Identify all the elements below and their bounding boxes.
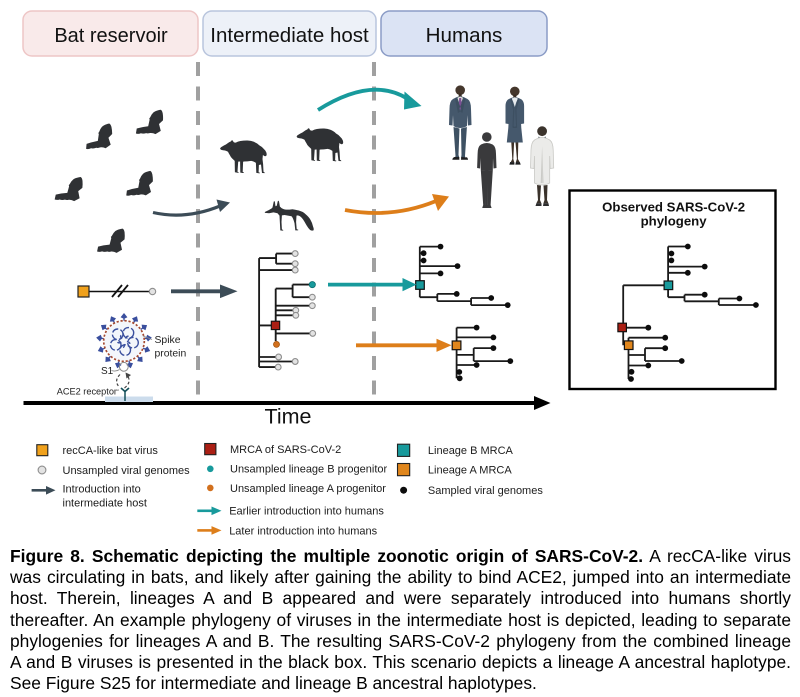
svg-text:ACE2 receptor: ACE2 receptor — [57, 387, 117, 397]
svg-text:Lineage B MRCA: Lineage B MRCA — [428, 445, 514, 457]
svg-text:protein: protein — [155, 349, 187, 360]
svg-text:Observed SARS-CoV-2: Observed SARS-CoV-2 — [602, 200, 745, 215]
svg-text:recCA-like bat virus: recCA-like bat virus — [63, 445, 159, 457]
svg-text:phylogeny: phylogeny — [641, 214, 708, 229]
svg-text:Later introduction into humans: Later introduction into humans — [229, 525, 377, 537]
svg-text:Unsampled lineage A progenitor: Unsampled lineage A progenitor — [230, 483, 386, 495]
svg-text:Time: Time — [265, 405, 312, 429]
svg-text:Intermediate host: Intermediate host — [210, 24, 369, 47]
svg-text:Unsampled viral genomes: Unsampled viral genomes — [63, 465, 191, 477]
svg-text:Humans: Humans — [426, 24, 503, 47]
svg-text:MRCA of SARS-CoV-2: MRCA of SARS-CoV-2 — [230, 444, 341, 456]
svg-text:intermediate host: intermediate host — [63, 498, 147, 510]
svg-text:Lineage A MRCA: Lineage A MRCA — [428, 464, 512, 476]
svg-text:Bat reservoir: Bat reservoir — [54, 25, 168, 47]
svg-text:Unsampled lineage B progenitor: Unsampled lineage B progenitor — [230, 464, 387, 476]
svg-text:Spike: Spike — [155, 335, 181, 346]
svg-text:S1: S1 — [101, 366, 114, 377]
svg-text:Earlier introduction into huma: Earlier introduction into humans — [229, 506, 384, 518]
svg-text:Sampled viral genomes: Sampled viral genomes — [428, 485, 543, 497]
svg-text:Introduction into: Introduction into — [63, 484, 141, 496]
